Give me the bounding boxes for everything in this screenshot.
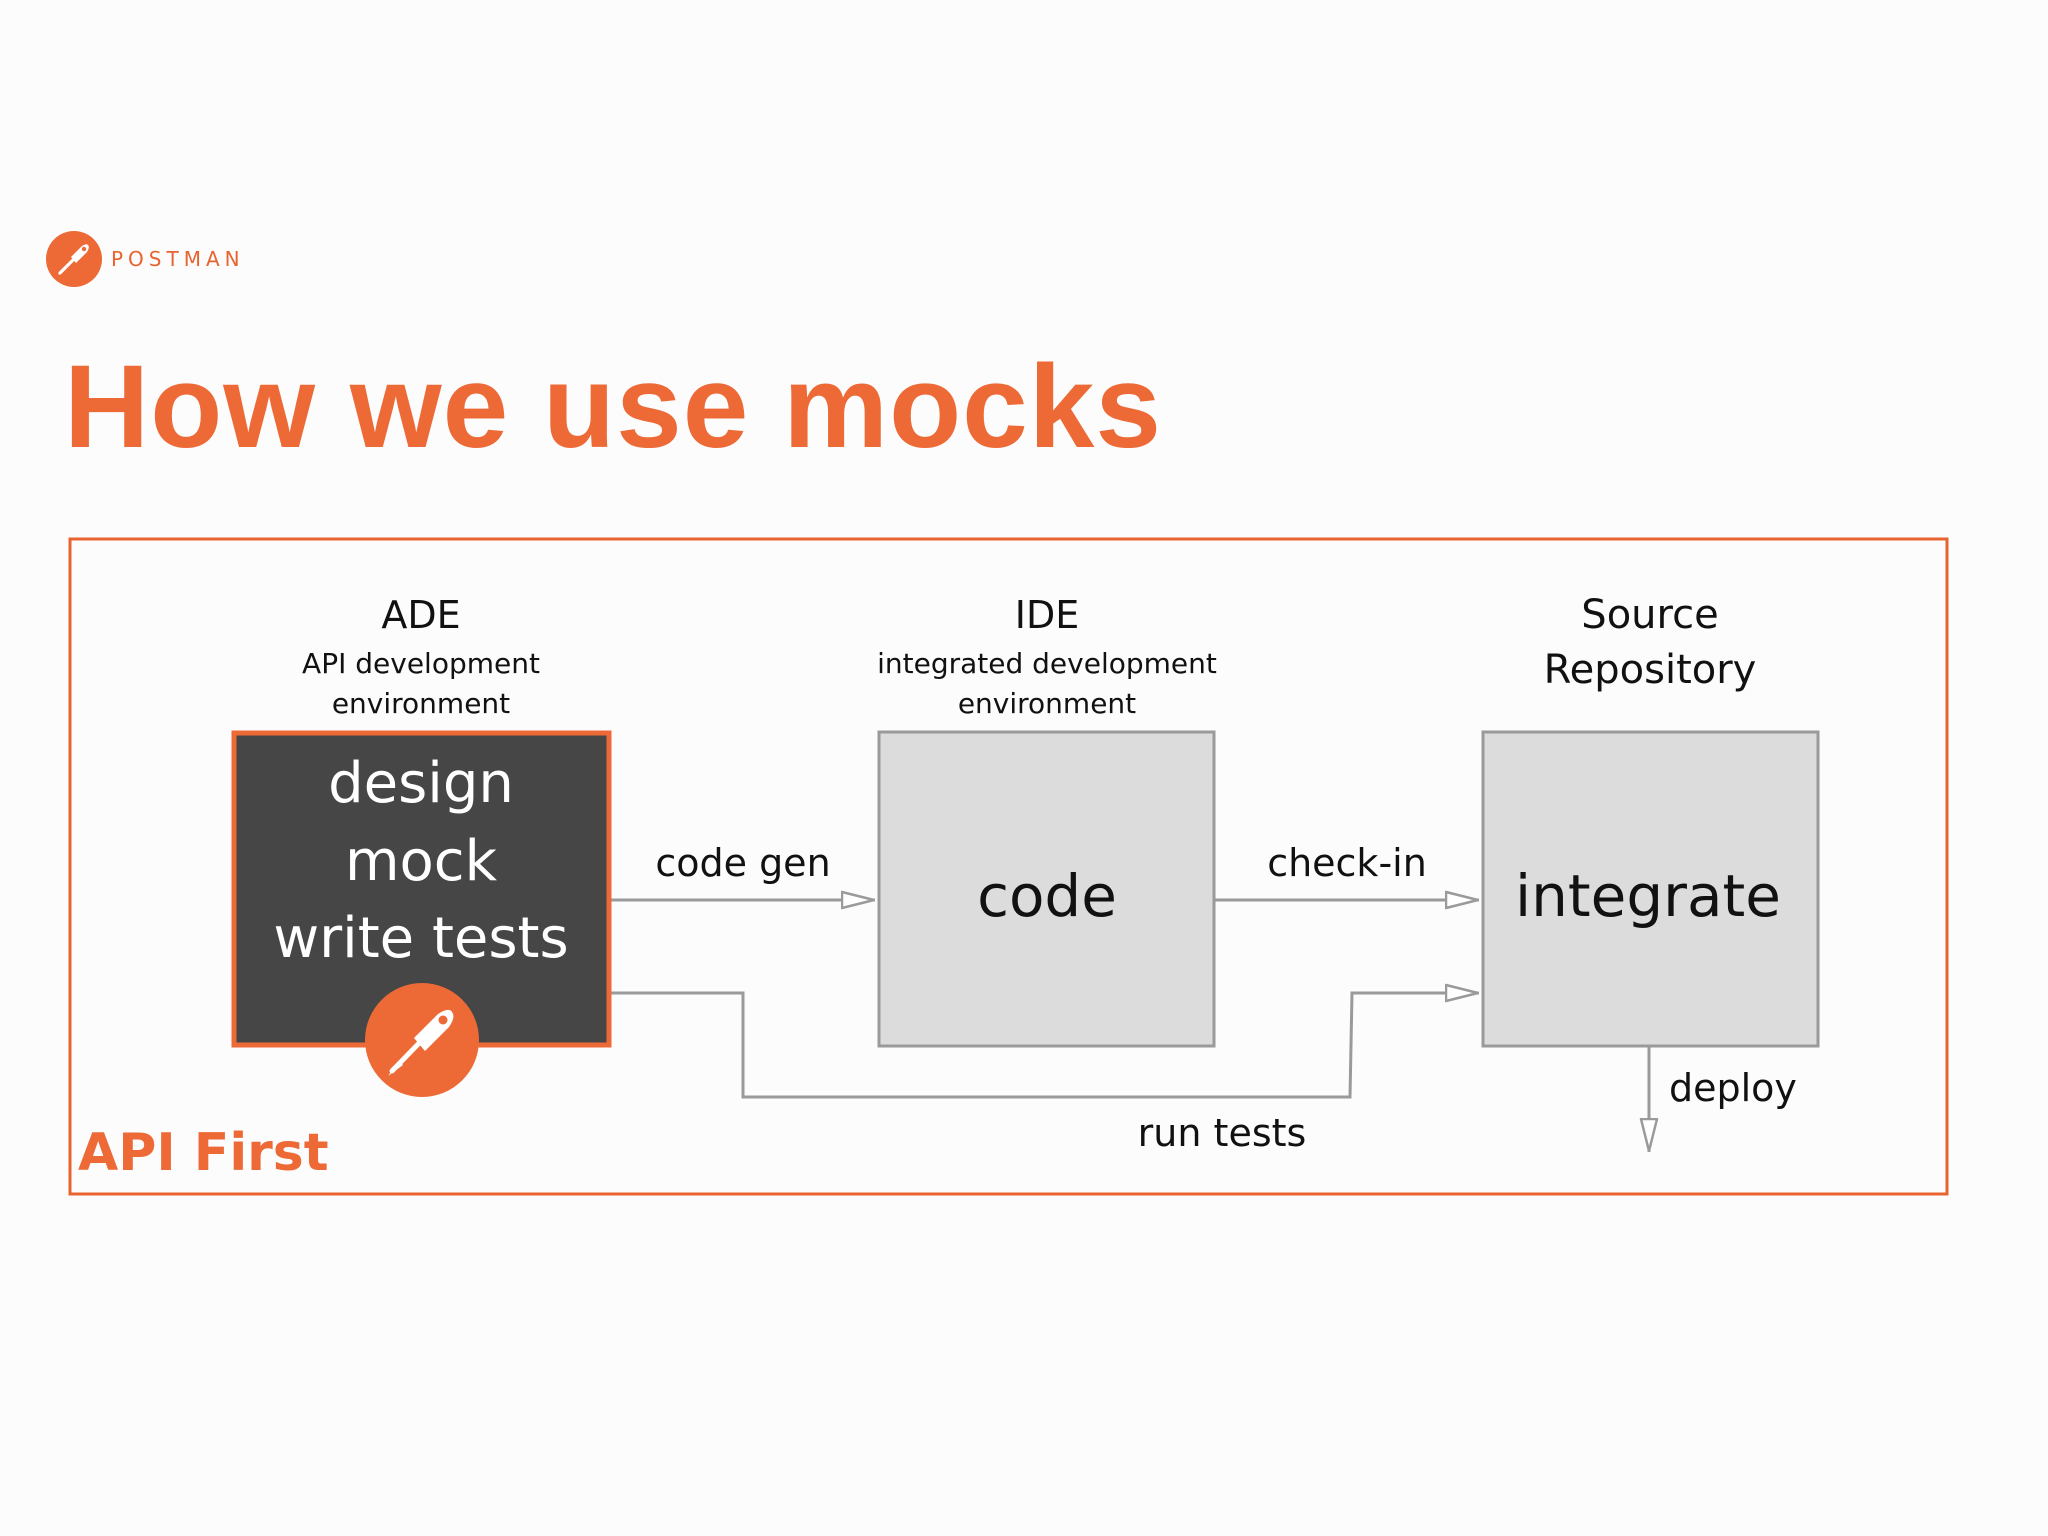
api-first-frame [68,537,1949,1196]
ade-subheading-line: API development [302,647,540,680]
run-tests-arrow [610,993,1479,1099]
ide-subheading-line: environment [958,687,1136,720]
code-gen-label: code gen [655,841,830,885]
deploy-label: deploy [1669,1066,1797,1110]
source-repository-heading-line: Repository [1544,647,1757,693]
ade-box-line: mock [345,829,498,894]
ide-heading: IDE [1015,593,1079,637]
code-box-label: code [977,862,1117,930]
ade-heading: ADE [381,593,460,637]
code-box [877,730,1216,1048]
source-repository-stage: Source Repository integrate [1481,592,1820,1048]
ide-stage: IDE integrated development environment c… [877,593,1217,1048]
integrate-box-label: integrate [1515,862,1781,930]
api-first-label: API First [78,1123,329,1183]
ade-stage: ADE API development environment design m… [231,593,612,1097]
check-in-label: check-in [1267,841,1427,885]
ade-box-line: design [328,751,514,816]
integrate-box [1481,730,1820,1048]
postman-rocket-icon [365,983,479,1097]
postman-logo: POSTMAN [46,230,245,288]
postman-rocket-icon [46,231,102,287]
run-tests-label: run tests [1138,1111,1307,1155]
ide-subheading-line: integrated development [877,647,1217,680]
source-repository-heading-line: Source [1581,592,1718,638]
logo-wordmark: POSTMAN [111,247,245,271]
ade-subheading-line: environment [332,687,510,720]
slide-title: How we use mocks [64,341,1163,473]
ade-box-line: write tests [273,906,568,971]
